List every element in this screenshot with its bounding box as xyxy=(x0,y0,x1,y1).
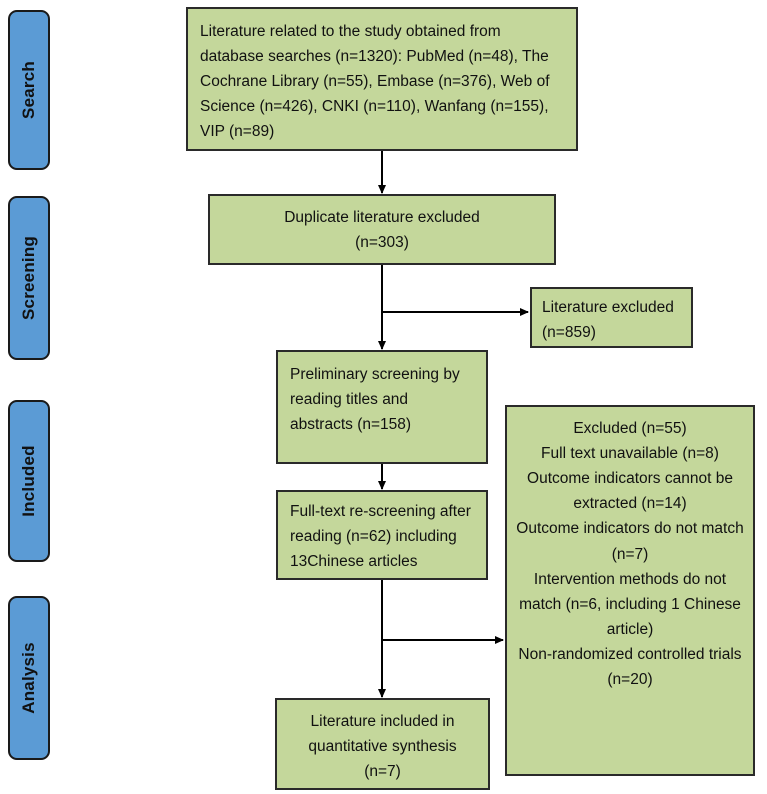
included-final-box: Literature included in quantitative synt… xyxy=(275,698,490,790)
exclusion-line-10: (n=20) xyxy=(607,671,653,689)
duplicates-removed-box-text: Duplicate literature excluded (n=303) xyxy=(210,196,554,263)
identification-box-text: Literature related to the study obtained… xyxy=(188,9,576,153)
included-final-box-text: Literature included in quantitative synt… xyxy=(277,700,488,792)
preliminary-line-2: abstracts (n=158) xyxy=(290,416,412,434)
exclusion-line-3: extracted (n=14) xyxy=(573,495,687,513)
identification-line-0: Literature related to the study obtained… xyxy=(200,23,501,40)
fulltext-line-0: Full-text re-screening after xyxy=(290,503,471,520)
stage-label-screening-text: Screening xyxy=(19,236,38,320)
duplicates-line-1: (n=303) xyxy=(355,234,409,252)
included-final-line-2: (n=7) xyxy=(364,763,401,781)
identification-line-4: VIP (n=89) xyxy=(200,123,275,141)
exclusion-line-4: Outcome indicators do not match xyxy=(516,520,744,538)
duplicates-removed-box: Duplicate literature excluded (n=303) xyxy=(208,194,556,265)
literature-excluded-line-0: Literature excluded xyxy=(542,299,674,316)
literature-excluded-box: Literature excluded (n=859) xyxy=(530,287,693,348)
included-final-line-1: quantitative synthesis xyxy=(308,738,457,756)
preliminary-line-0: Preliminary screening by xyxy=(290,366,460,383)
identification-line-3: Science (n=426), CNKI (n=110), Wanfang (… xyxy=(200,98,549,116)
exclusion-line-1: Full text unavailable (n=8) xyxy=(541,445,719,463)
exclusion-line-6: Intervention methods do not xyxy=(533,570,727,588)
fulltext-line-1: reading (n=62) including xyxy=(290,528,457,546)
exclusion-reasons-box: Excluded (n=55) Full text unavailable (n… xyxy=(505,405,755,776)
literature-excluded-box-text: Literature excluded (n=859) xyxy=(532,289,691,351)
duplicates-line-0: Duplicate literature excluded xyxy=(284,209,480,226)
stage-label-included: Included xyxy=(8,400,50,562)
exclusion-line-5: (n=7) xyxy=(611,545,649,563)
stage-label-included-text: Included xyxy=(19,445,38,517)
stage-label-search: Search xyxy=(8,10,50,170)
exclusion-reasons-box-text: Excluded (n=55) Full text unavailable (n… xyxy=(507,407,753,701)
stage-label-analysis-text: Analysis xyxy=(19,642,38,714)
exclusion-line-8: article) xyxy=(606,620,654,638)
preliminary-screening-box-text: Preliminary screening by reading titles … xyxy=(278,352,486,445)
identification-line-1: database searches (n=1320): PubMed (n=48… xyxy=(200,48,549,66)
fulltext-rescreening-box-text: Full-text re-screening after reading (n=… xyxy=(278,492,486,582)
identification-line-2: Cochrane Library (n=55), Embase (n=376),… xyxy=(200,73,550,91)
fulltext-line-2: 13Chinese articles xyxy=(290,553,418,571)
exclusion-line-7: match (n=6, including 1 Chinese xyxy=(519,595,741,613)
stage-label-search-text: Search xyxy=(19,61,38,119)
preliminary-screening-box: Preliminary screening by reading titles … xyxy=(276,350,488,464)
included-final-line-0: Literature included in xyxy=(310,713,455,730)
exclusion-line-9: Non-randomized controlled trials xyxy=(518,645,742,663)
stage-label-analysis: Analysis xyxy=(8,596,50,760)
fulltext-rescreening-box: Full-text re-screening after reading (n=… xyxy=(276,490,488,580)
literature-excluded-line-1: (n=859) xyxy=(542,324,596,342)
identification-box: Literature related to the study obtained… xyxy=(186,7,578,151)
exclusion-line-0: Excluded (n=55) xyxy=(573,420,687,437)
stage-label-screening: Screening xyxy=(8,196,50,360)
preliminary-line-1: reading titles and xyxy=(290,391,409,409)
exclusion-line-2: Outcome indicators cannot be xyxy=(527,470,733,488)
